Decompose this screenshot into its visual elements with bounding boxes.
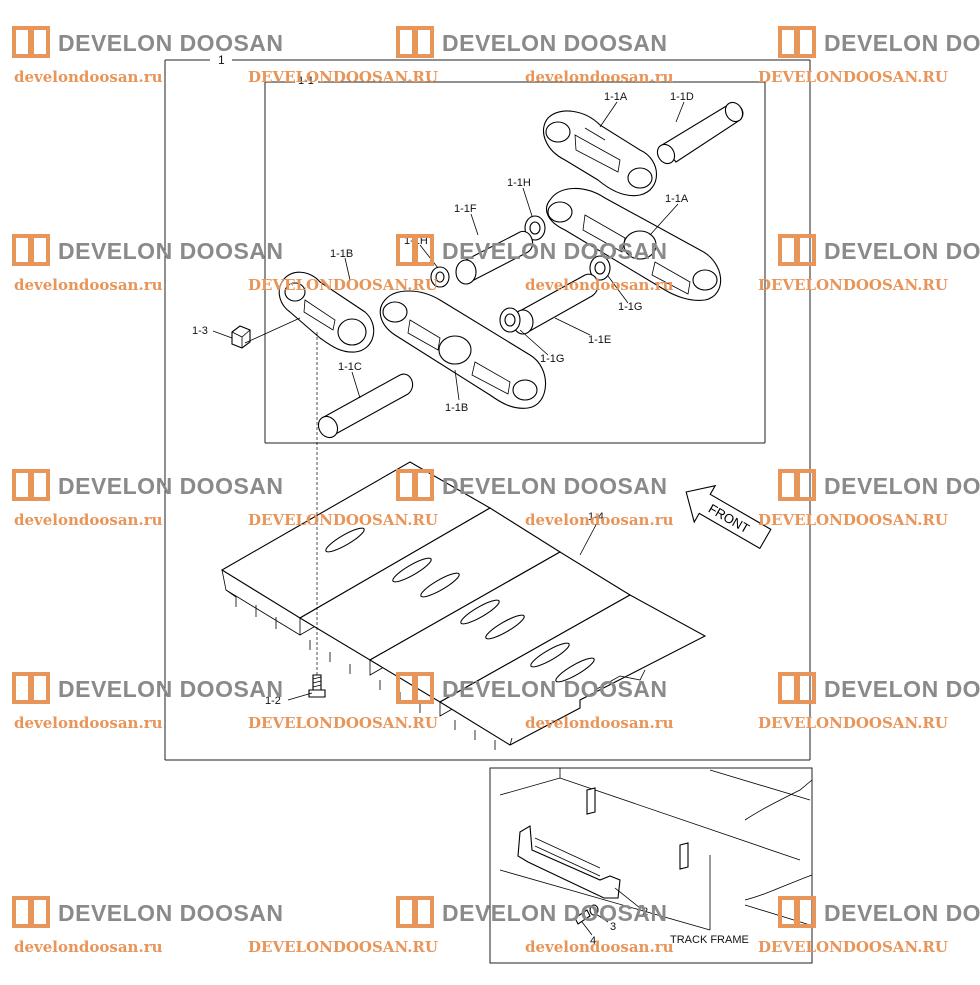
watermark-logo: DEVELON DOOSAN xyxy=(396,896,668,928)
watermark-url: DEVELONDOOSAN.RU xyxy=(758,714,948,732)
callout-1-1b-left: 1-1B xyxy=(330,248,353,260)
watermark-url: DEVELONDOOSAN.RU xyxy=(758,511,948,529)
callout-4: 4 xyxy=(590,935,596,947)
watermark-url: develondoosan.ru xyxy=(525,276,674,294)
watermark-brand: DEVELON DOOSAN xyxy=(824,238,980,264)
watermark-logo: DEVELON DOOSAN xyxy=(778,234,980,266)
label-subassembly-1-1: 1-1 xyxy=(298,75,314,87)
seal-h-lower xyxy=(430,266,450,288)
callout-1-1g-right: 1-1G xyxy=(618,301,642,313)
track-shoe-front xyxy=(438,594,707,746)
watermark-logo: DEVELON DOOSAN xyxy=(12,896,284,928)
seal-h-upper xyxy=(524,215,546,241)
callout-1-1a-upper: 1-1A xyxy=(604,91,628,103)
nut-1-3 xyxy=(231,325,251,349)
watermark-brand: DEVELON DOOSAN xyxy=(58,30,284,56)
watermark-brand: DEVELON DOOSAN xyxy=(442,676,668,702)
callout-1-4: 1-4 xyxy=(588,511,604,523)
callout-2: 2 xyxy=(642,906,648,918)
watermark-brand: DEVELON DOOSAN xyxy=(824,473,980,499)
watermark-logo: DEVELON DOOSAN xyxy=(396,469,668,501)
watermark-brand: DEVELON DOOSAN xyxy=(442,900,668,926)
callout-1-1c: 1-1C xyxy=(338,361,362,373)
watermark-url: DEVELONDOOSAN.RU xyxy=(248,714,438,732)
watermark-url: develondoosan.ru xyxy=(525,511,674,529)
watermark-brand: DEVELON DOOSAN xyxy=(58,238,284,264)
track-link-upper xyxy=(543,110,657,197)
watermark-brand: DEVELON DOOSAN xyxy=(824,900,980,926)
watermark-url: DEVELONDOOSAN.RU xyxy=(248,68,438,86)
watermark-url: develondoosan.ru xyxy=(14,511,163,529)
watermark-logo: DEVELON DOOSAN xyxy=(12,26,284,58)
watermark-url: DEVELONDOOSAN.RU xyxy=(248,938,438,956)
watermark-url: develondoosan.ru xyxy=(14,276,163,294)
bushing-f xyxy=(455,230,534,285)
watermark-brand: DEVELON DOOSAN xyxy=(442,238,668,264)
track-pin-d xyxy=(656,101,744,165)
watermark-url: develondoosan.ru xyxy=(14,938,163,956)
watermark-layer: DEVELON DOOSAN DEVELON DOOSAN DEVELON DOOS… xyxy=(12,26,980,956)
watermark-logo: DEVELON DOOSAN xyxy=(396,26,668,58)
track-link-right xyxy=(546,187,722,301)
watermark-url: DEVELONDOOSAN.RU xyxy=(758,68,948,86)
watermark-brand: DEVELON DOOSAN xyxy=(442,30,668,56)
callout-1-1e: 1-1E xyxy=(588,334,611,346)
watermark-logo: DEVELON DOOSAN xyxy=(778,896,980,928)
watermark-url: develondoosan.ru xyxy=(525,68,674,86)
seal-g-right xyxy=(589,255,611,281)
inset-caption: TRACK FRAME xyxy=(670,934,749,946)
shoe-grousers xyxy=(225,589,496,750)
watermark-brand: DEVELON DOOSAN xyxy=(58,676,284,702)
watermark-brand: DEVELON DOOSAN xyxy=(442,473,668,499)
watermark-logo: DEVELON DOOSAN xyxy=(396,234,668,266)
track-link-center xyxy=(379,290,547,409)
watermark-logo: DEVELON DOOSAN xyxy=(778,26,980,58)
callout-1-1b-bottom: 1-1B xyxy=(445,402,468,414)
assembly-frame xyxy=(164,59,811,761)
watermark-url: DEVELONDOOSAN.RU xyxy=(758,276,948,294)
watermark-brand: DEVELON DOOSAN xyxy=(824,30,980,56)
inset-frame xyxy=(489,767,813,964)
leader-lines xyxy=(212,101,685,936)
watermark-logo: DEVELON DOOSAN xyxy=(778,469,980,501)
watermark-url: develondoosan.ru xyxy=(14,68,163,86)
track-pin-c xyxy=(317,373,414,439)
callout-1-1f: 1-1F xyxy=(454,203,477,215)
callout-1-2: 1-2 xyxy=(265,695,281,707)
watermark-logo: DEVELON DOOSAN xyxy=(12,672,284,704)
bolt-1-2 xyxy=(308,674,326,698)
watermark-brand: DEVELON DOOSAN xyxy=(58,473,284,499)
watermark-url: develondoosan.ru xyxy=(14,714,163,732)
watermark-url: develondoosan.ru xyxy=(525,938,674,956)
track-link-left xyxy=(278,271,375,353)
callout-1-1g-left: 1-1G xyxy=(540,353,564,365)
watermark-logo: DEVELON DOOSAN xyxy=(12,469,284,501)
watermark-url: DEVELONDOOSAN.RU xyxy=(248,276,438,294)
callout-1-1a-lower: 1-1A xyxy=(665,193,689,205)
watermark-brand: DEVELON DOOSAN xyxy=(824,676,980,702)
watermark-url: develondoosan.ru xyxy=(525,714,674,732)
callout-1-1h-upper: 1-1H xyxy=(507,177,531,189)
seal-g-left xyxy=(499,307,521,333)
watermark-brand: DEVELON DOOSAN xyxy=(58,900,284,926)
bushing-e xyxy=(512,273,599,335)
watermark-logo: DEVELON DOOSAN xyxy=(396,672,668,704)
callout-3: 3 xyxy=(610,921,616,933)
watermark-url: DEVELONDOOSAN.RU xyxy=(758,938,948,956)
label-assembly-1: 1 xyxy=(218,53,225,67)
callout-1-3: 1-3 xyxy=(192,325,208,337)
callout-1-1d: 1-1D xyxy=(670,91,694,103)
watermark-url: DEVELONDOOSAN.RU xyxy=(248,511,438,529)
subassembly-frame xyxy=(264,81,766,444)
watermark-logo: DEVELON DOOSAN xyxy=(12,234,284,266)
watermark-logo: DEVELON DOOSAN xyxy=(778,672,980,704)
